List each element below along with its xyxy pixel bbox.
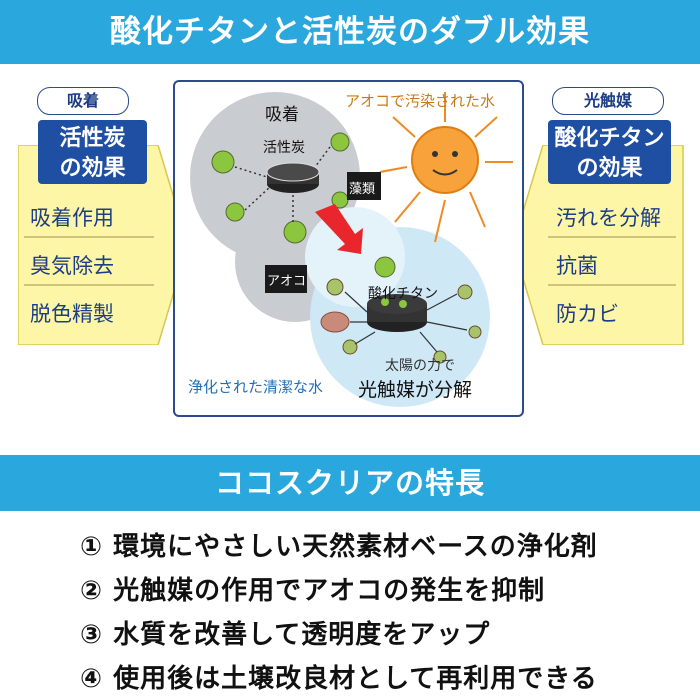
right-title-line1: 酸化チタン xyxy=(554,126,665,151)
left-title-box: 活性炭 の効果 xyxy=(38,120,147,184)
right-item-1: 汚れを分解 xyxy=(556,206,661,230)
right-sep-1 xyxy=(548,236,676,238)
right-title-line2: の効果 xyxy=(576,156,643,181)
adsorption-label: 吸着 xyxy=(265,105,299,125)
right-arrow-shape xyxy=(512,145,684,345)
left-item-3: 脱色精製 xyxy=(30,302,114,326)
red-arrow-icon xyxy=(315,204,363,254)
algae-cells xyxy=(211,132,396,278)
left-item-1: 吸着作用 xyxy=(30,206,114,230)
aoko-label: アオコ xyxy=(267,274,307,289)
right-pill-photocatalyst: 光触媒 xyxy=(552,87,664,115)
diagram-illustration xyxy=(190,92,513,407)
right-item-2: 抗菌 xyxy=(556,254,598,278)
right-item-3: 防カビ xyxy=(556,302,619,326)
feature-item-4: ④ 使用後は土壌改良材として再利用できる xyxy=(80,664,598,694)
titanium-label: 酸化チタン xyxy=(368,286,438,302)
left-pill-adsorption: 吸着 xyxy=(37,87,129,115)
right-sep-2 xyxy=(548,284,676,286)
feature-item-3: ③ 水質を改善して透明度をアップ xyxy=(80,620,491,650)
top-banner-title: 酸化チタンと活性炭のダブル効果 xyxy=(0,0,700,64)
right-title-box: 酸化チタン の効果 xyxy=(548,120,671,184)
left-title-line1: 活性炭 xyxy=(59,126,126,151)
carbon-label: 活性炭 xyxy=(263,140,305,156)
sun-icon xyxy=(379,92,513,243)
algae-label-box xyxy=(347,172,381,200)
feature-item-1: ① 環境にやさしい天然素材ベースの浄化剤 xyxy=(80,532,598,562)
polluted-water-label: アオコで汚染された水 xyxy=(345,92,496,110)
left-title-line2: の効果 xyxy=(59,156,126,181)
aoko-label-box xyxy=(265,265,307,293)
left-sep-2 xyxy=(24,284,154,286)
photocatalyst-label: 光触媒が分解 xyxy=(358,379,473,401)
sunlight-label: 太陽の力で xyxy=(385,358,455,374)
feature-item-2: ② 光触媒の作用でアオコの発生を抑制 xyxy=(80,576,546,606)
clean-water-label: 浄化された清潔な水 xyxy=(188,378,324,396)
left-item-2: 臭気除去 xyxy=(30,254,114,278)
features-banner-title: ココスクリアの特長 xyxy=(0,455,700,511)
left-sep-1 xyxy=(24,236,154,238)
algae-label: 藻類 xyxy=(349,182,376,197)
